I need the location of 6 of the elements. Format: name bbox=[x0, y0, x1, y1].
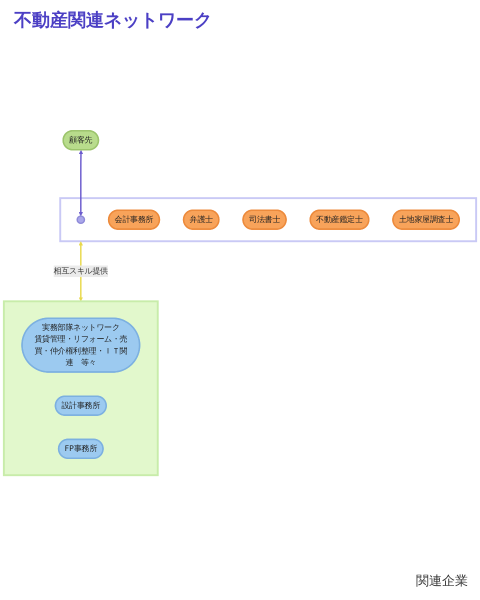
node-circle bbox=[76, 215, 86, 224]
cluster bbox=[2, 300, 159, 476]
diagram-title: 不動産関連ネットワーク bbox=[14, 9, 212, 32]
note-label: 関連企業 bbox=[416, 573, 468, 590]
arrow bbox=[78, 150, 84, 216]
cluster bbox=[59, 197, 478, 242]
